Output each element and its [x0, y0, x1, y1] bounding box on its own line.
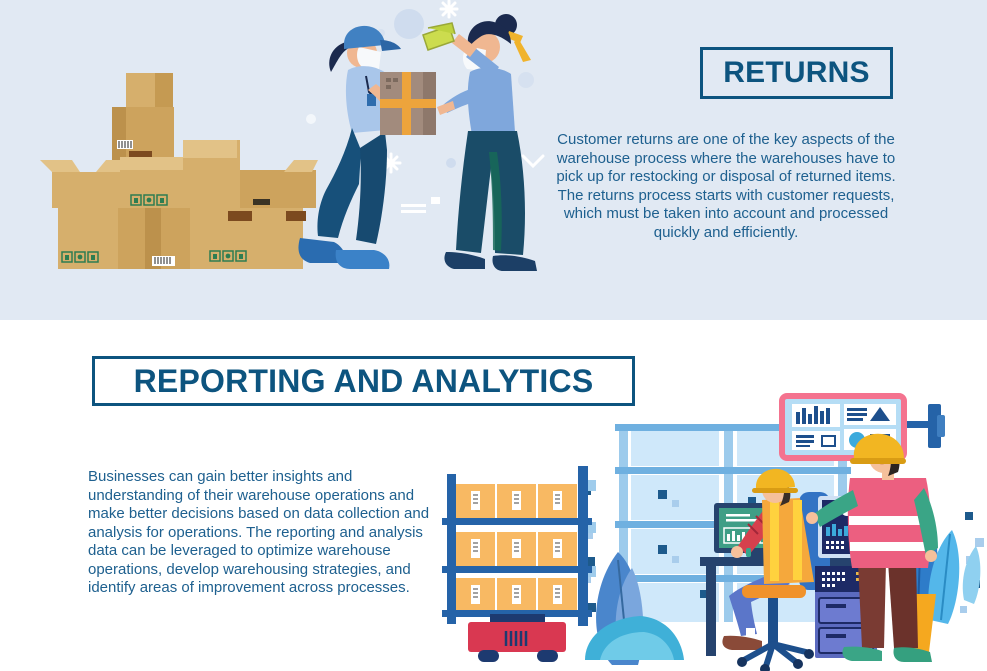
returns-illustration [40, 0, 545, 271]
equals-decor [401, 197, 440, 213]
barcode-label [117, 140, 133, 149]
parcel [380, 72, 436, 135]
box-barcodes [471, 491, 562, 604]
shelf-rack [442, 466, 596, 662]
reporting-illustration [442, 393, 984, 671]
sparkle-icon [439, 0, 459, 19]
plant-left [585, 552, 684, 665]
warning-triangle-icon [870, 407, 890, 421]
cap [344, 25, 385, 49]
dashboard-alert-panel [844, 404, 896, 425]
hard-hat [852, 433, 904, 462]
dashboard-bar-chart [792, 404, 840, 427]
sparkle-icon [380, 152, 402, 174]
handling-icons [61, 194, 247, 263]
delivery-person [298, 25, 401, 269]
returns-title: RETURNS [723, 56, 870, 89]
reporting-paragraph: Businesses can gain better insights and … [88, 468, 430, 596]
customer [422, 14, 537, 271]
box-logo-mark [253, 199, 270, 205]
reporting-title-box: REPORTING AND ANALYTICS [92, 356, 635, 406]
returns-title-box: RETURNS [700, 47, 893, 99]
handling-icon-marks [65, 197, 243, 260]
standing-worker [806, 433, 938, 662]
returns-section: RETURNS Customer returns are one of the … [0, 0, 987, 320]
hard-hat [754, 468, 795, 492]
returns-paragraph: Customer returns are one of the key aspe… [556, 131, 896, 241]
transport-cart [468, 614, 566, 662]
reporting-title: REPORTING AND ANALYTICS [133, 363, 594, 399]
chair-base [737, 585, 814, 671]
barcode-label [152, 256, 175, 266]
background-decor [306, 0, 545, 213]
reporting-section: REPORTING AND ANALYTICS Businesses can g… [0, 320, 987, 671]
hair-ribbon [514, 38, 531, 62]
sitting-worker [722, 468, 814, 650]
chevron-down-icon [521, 154, 545, 169]
cardboard-boxes [40, 73, 318, 269]
cash [422, 22, 456, 51]
wall-dashboard [779, 393, 945, 461]
dashboard-text-panel [792, 431, 840, 450]
